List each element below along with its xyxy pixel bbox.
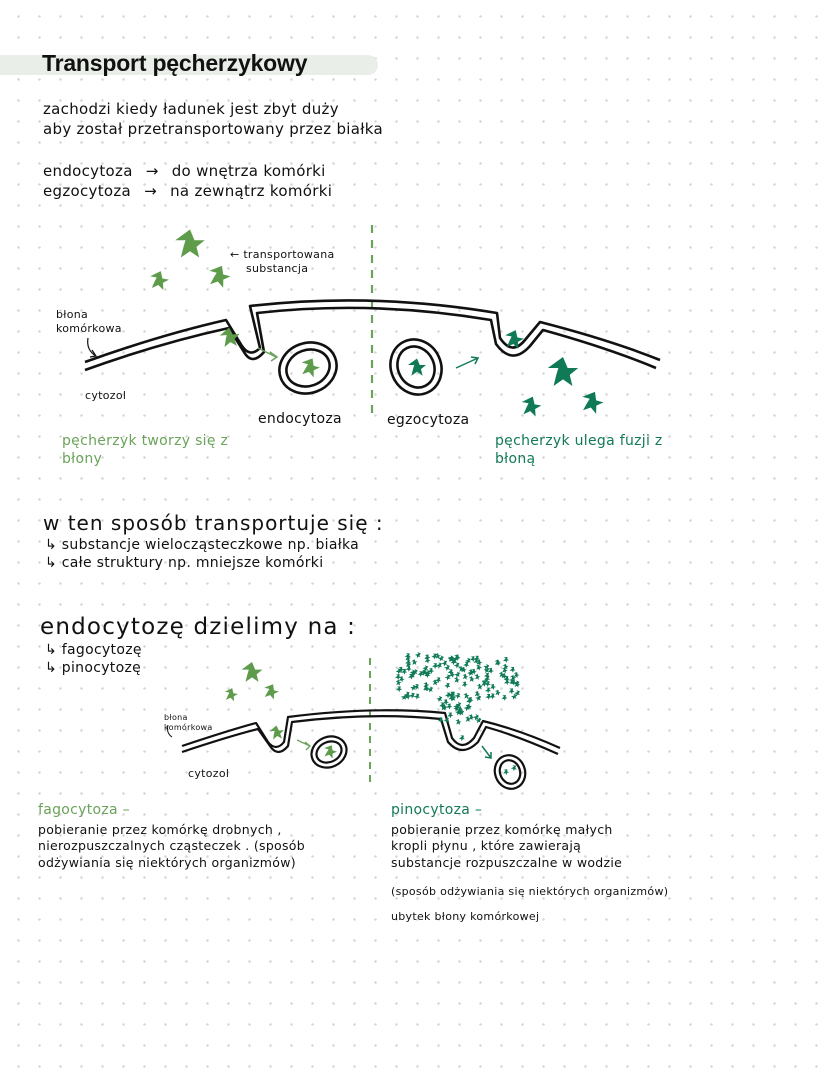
definition-exocytosis: egzocytoza → na zewnątrz komórki (43, 182, 332, 202)
pointer-arrow-icon (87, 337, 98, 358)
definition-endocytosis: endocytoza → do wnętrza komórki (43, 162, 332, 182)
definition-term: endocytoza (43, 162, 133, 180)
cell-membrane (84, 299, 661, 372)
cell-membrane (181, 709, 561, 756)
bullet-arrow-icon: ↳ (45, 660, 58, 677)
pinocytosis-title: pinocytoza – (391, 802, 483, 818)
list-item: ↳ całe struktury np. mniejsze komórki (45, 555, 324, 572)
list-item: ↳ fagocytozę (45, 642, 142, 658)
vesicle-exocytosis (389, 338, 443, 396)
endocytosis-types-list: ↳ fagocytozę ↳ pinocytozę (45, 641, 142, 677)
bullet-arrow-icon: ↳ (45, 642, 58, 658)
definition-list: endocytoza → do wnętrza komórki egzocyto… (43, 162, 332, 201)
list-item: ↳ pinocytozę (45, 660, 142, 677)
note-vesicle-forms: pęcherzyk tworzy się z błony (62, 433, 229, 468)
label-transported-substance: ← transportowana substancja (230, 248, 335, 276)
bullet-arrow-icon: ↳ (45, 537, 58, 553)
definition-meaning: do wnętrza komórki (171, 162, 326, 180)
title-highlight (0, 55, 378, 75)
label-cytosol-2: cytozol (188, 767, 230, 780)
label-exocytosis: egzocytoza (387, 412, 470, 428)
vesicle-pinocytosis (493, 754, 527, 790)
intro-line: zachodzi kiedy ładunek jest zbyt duży (43, 100, 339, 118)
label-cell-membrane: błona komórkowa (56, 308, 122, 336)
vesicle-phagocytosis (310, 735, 348, 769)
arrow-icon (455, 356, 480, 369)
definition-term: egzocytoza (43, 181, 132, 200)
arrow-right-icon: → (145, 162, 159, 180)
transported-list: ↳ substancje wielocząsteczkowe np. białk… (45, 536, 359, 572)
arrow-icon (257, 347, 279, 362)
note-vesicle-fuses: pęcherzyk ulega fuzji z błoną (495, 433, 663, 468)
pinocytosis-description: pobieranie przez komórkę małych kropli p… (391, 822, 623, 870)
arrow-icon (481, 745, 492, 759)
page-title: Transport pęcherzykowy (42, 50, 308, 76)
phagocytosis-description: pobieranie przez komórkę drobnych , nier… (38, 822, 305, 870)
transported-heading: w ten sposób transportuje się : (43, 511, 384, 535)
list-item: ↳ substancje wielocząsteczkowe np. białk… (45, 537, 360, 553)
arrow-icon (296, 739, 311, 751)
pinocytosis-note: (sposób odżywiania się niektórych organi… (391, 885, 669, 898)
pinocytosis-extra: ubytek błony komórkowej (391, 910, 540, 923)
label-cytosol: cytozol (85, 389, 127, 402)
vesicle-endocytosis (278, 341, 338, 395)
bullet-arrow-icon: ↳ (45, 555, 58, 572)
label-endocytosis: endocytoza (258, 411, 342, 427)
pointer-arrow-icon (167, 724, 173, 738)
phagocytosis-title: fagocytoza – (38, 802, 130, 818)
arrow-right-icon: → (144, 181, 158, 200)
intro-text: zachodzi kiedy ładunek jest zbyt duży ab… (43, 100, 383, 139)
label-cell-membrane-2: błona komórkowa (164, 713, 213, 733)
intro-line: aby został przetransportowany przez biał… (43, 119, 384, 138)
endocytosis-types-heading: endocytozę dzielimy na : (40, 614, 357, 640)
definition-meaning: na zewnątrz komórki (170, 181, 333, 200)
